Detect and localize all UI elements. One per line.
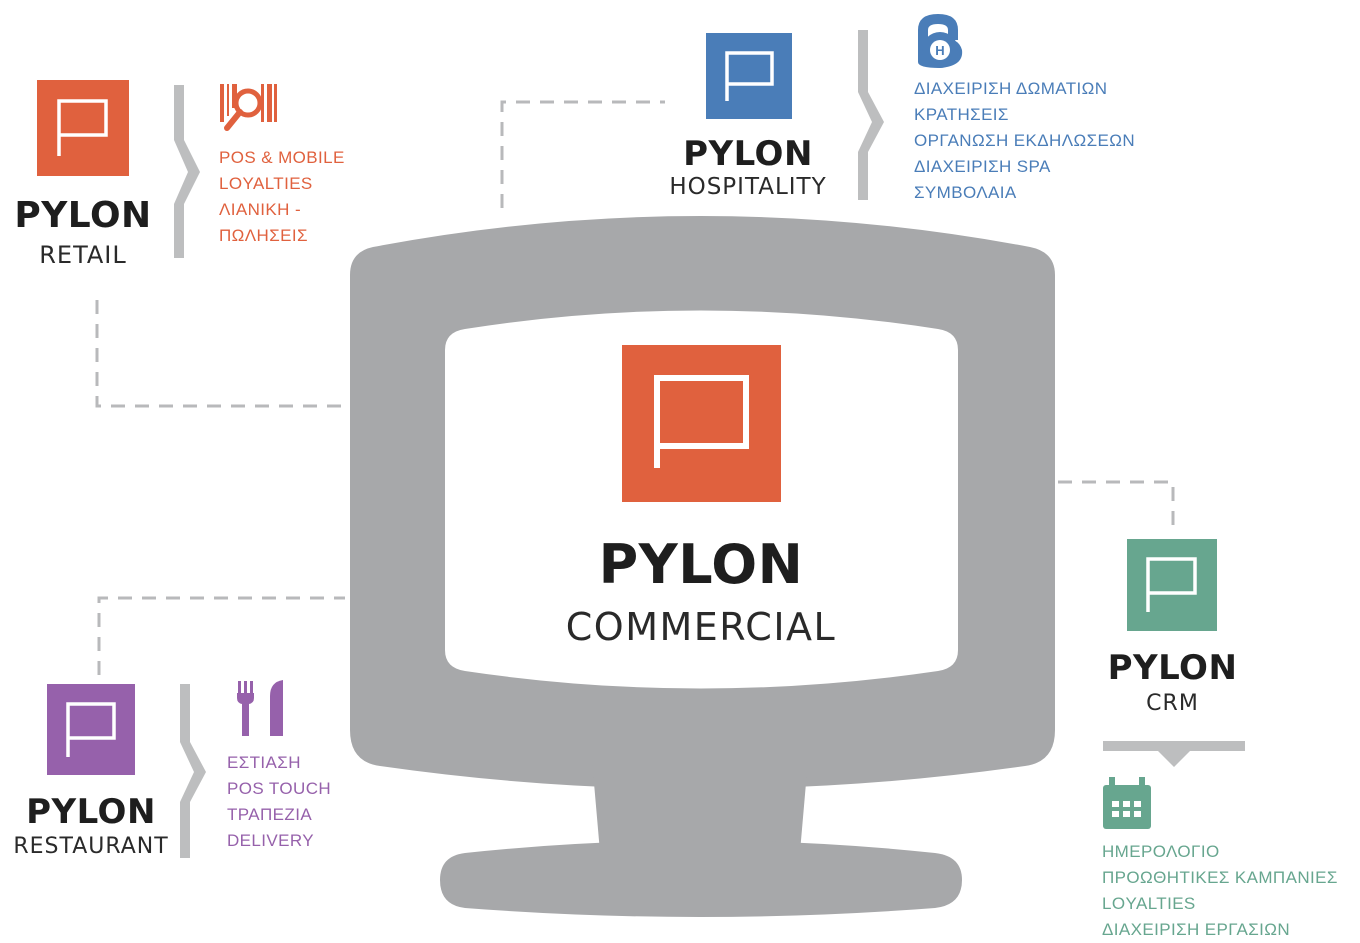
restaurant-feature-list: ΕΣΤΙΑΣΗ POS TOUCH ΤΡΑΠΕΖΙΑ DELIVERY xyxy=(227,750,331,854)
retail-feature: ΛΙΑΝΙΚΗ - xyxy=(219,200,302,219)
hospitality-feature: ΔΙΑΧΕΙΡΙΣΗ SPA xyxy=(914,157,1051,176)
retail-title: PYLON xyxy=(14,195,152,236)
logo-restaurant xyxy=(47,684,135,775)
connector-restaurant xyxy=(97,596,345,675)
monitor-neck xyxy=(592,760,808,852)
brackets xyxy=(174,30,1245,858)
restaurant-feature: POS TOUCH xyxy=(227,779,332,798)
retail-feature-list: POS & MOBILE LOYALTIES ΛΙΑΝΙΚΗ - ΠΩΛΗΣΕΙ… xyxy=(219,145,345,249)
crm-feature: ΠΡΟΩΘΗΤΙΚΕΣ ΚΑΜΠΑΝΙΕΣ xyxy=(1102,868,1338,887)
retail-feature: LOYALTIES xyxy=(219,174,313,193)
crm-subtitle: CRM xyxy=(1146,691,1199,716)
crm-feature-list: ΗΜΕΡΟΛΟΓΙΟ ΠΡΟΩΘΗΤΙΚΕΣ ΚΑΜΠΑΝΙΕΣ LOYALTI… xyxy=(1102,839,1338,943)
bracket-retail xyxy=(174,85,200,258)
hospitality-title: PYLON xyxy=(683,134,813,174)
hotel-key-icon: H xyxy=(918,14,963,68)
restaurant-feature: DELIVERY xyxy=(227,831,314,850)
hospitality-feature: ΣΥΜΒΟΛΑΙΑ xyxy=(914,183,1017,202)
barcode-search-icon xyxy=(220,84,277,131)
connector-crm xyxy=(1058,480,1175,530)
logo-retail xyxy=(37,80,129,176)
hospitality-subtitle: HOSPITALITY xyxy=(669,174,827,200)
bracket-restaurant xyxy=(180,684,206,858)
connector-hospitality xyxy=(500,100,665,208)
retail-feature: POS & MOBILE xyxy=(219,148,345,167)
calendar-icon xyxy=(1103,777,1151,829)
hospitality-feature-list: ΔΙΑΧΕΙΡΙΣΗ ΔΩΜΑΤΙΩΝ ΚΡΑΤΗΣΕΙΣ ΟΡΓΑΝΩΣΗ Ε… xyxy=(914,76,1135,206)
hospitality-feature: ΟΡΓΑΝΩΣΗ ΕΚΔΗΛΩΣΕΩΝ xyxy=(914,131,1136,150)
restaurant-feature: ΕΣΤΙΑΣΗ xyxy=(227,753,301,772)
restaurant-subtitle: RESTAURANT xyxy=(13,834,169,859)
monitor-base xyxy=(440,840,962,917)
svg-text:H: H xyxy=(935,43,944,58)
commercial-title: PYLON xyxy=(598,533,804,596)
logo-hospitality xyxy=(706,33,792,119)
fork-knife-icon xyxy=(237,680,283,736)
hospitality-feature: ΔΙΑΧΕΙΡΙΣΗ ΔΩΜΑΤΙΩΝ xyxy=(914,79,1108,98)
logo-commercial xyxy=(622,345,781,502)
crm-feature: ΗΜΕΡΟΛΟΓΙΟ xyxy=(1102,842,1220,861)
crm-feature: ΔΙΑΧΕΙΡΙΣΗ ΕΡΓΑΣΙΩΝ xyxy=(1102,920,1291,939)
commercial-subtitle: COMMERCIAL xyxy=(565,605,837,649)
retail-subtitle: RETAIL xyxy=(39,241,127,269)
bracket-crm xyxy=(1103,741,1245,767)
connectors xyxy=(95,100,1175,675)
crm-feature: LOYALTIES xyxy=(1102,894,1196,913)
crm-title: PYLON xyxy=(1107,648,1238,688)
connector-retail xyxy=(95,300,345,408)
hospitality-feature: ΚΡΑΤΗΣΕΙΣ xyxy=(914,105,1009,124)
restaurant-title: PYLON xyxy=(26,792,156,832)
retail-feature: ΠΩΛΗΣΕΙΣ xyxy=(219,226,308,245)
monitor xyxy=(350,216,1055,917)
logo-crm xyxy=(1127,539,1217,631)
bracket-hospitality xyxy=(858,30,884,200)
restaurant-feature: ΤΡΑΠΕΖΙΑ xyxy=(227,805,313,824)
